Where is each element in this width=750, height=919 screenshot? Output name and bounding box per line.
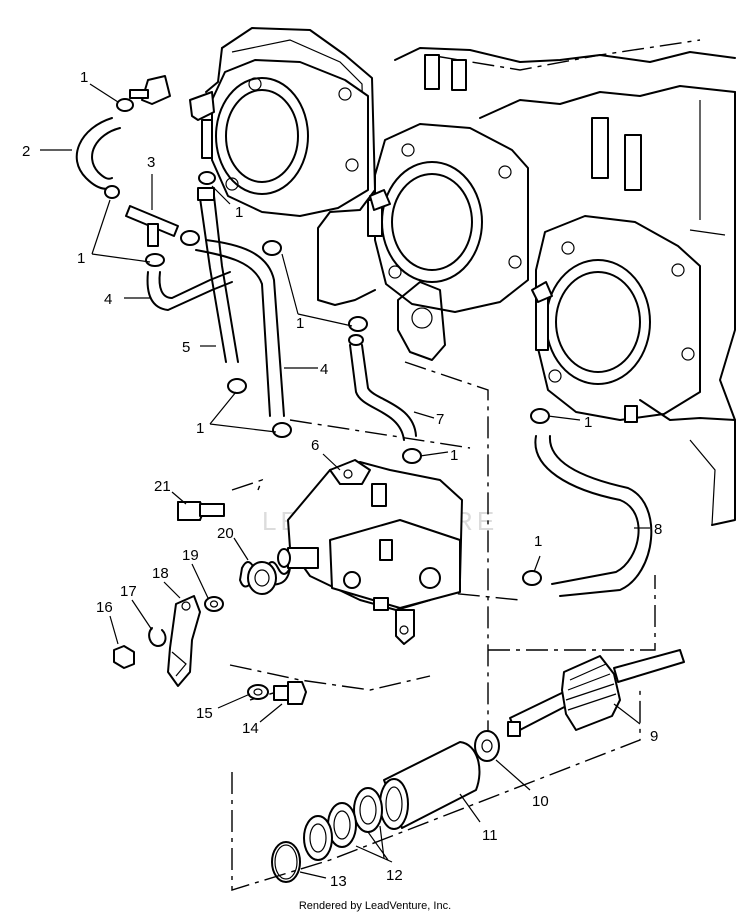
callout-7: 7 (436, 411, 444, 428)
callout-17: 17 (120, 583, 137, 600)
engine-block (205, 27, 736, 526)
callout-12: 12 (386, 867, 403, 884)
oil-pump (277, 459, 463, 645)
leader-lines (40, 83, 650, 879)
callout-21: 21 (154, 478, 171, 495)
callout-11: 11 (482, 827, 498, 844)
callout-5: 5 (182, 339, 190, 356)
callout-1: 1 (584, 414, 592, 431)
callout-9: 9 (650, 728, 658, 745)
callout-1: 1 (534, 533, 542, 550)
callout-18: 18 (152, 565, 169, 582)
callout-16: 16 (96, 599, 113, 616)
callout-1: 1 (450, 447, 458, 464)
callout-1: 1 (235, 204, 243, 221)
callouts: 1 2 3 1 1 4 1 5 4 1 7 1 6 1 21 8 20 1 19… (22, 69, 662, 890)
callout-2: 2 (22, 143, 30, 160)
callout-1: 1 (77, 250, 85, 267)
callout-4: 4 (320, 361, 328, 378)
footer-credit: Rendered by LeadVenture, Inc. (298, 900, 452, 912)
callout-4: 4 (104, 291, 112, 308)
callout-1: 1 (296, 315, 304, 332)
callout-10: 10 (532, 793, 549, 810)
fuel-hoses (75, 75, 653, 597)
callout-15: 15 (196, 705, 213, 722)
callout-19: 19 (182, 547, 199, 564)
drive-parts (271, 649, 685, 883)
callout-6: 6 (311, 437, 319, 454)
callout-20: 20 (217, 525, 234, 542)
callout-13: 13 (330, 873, 347, 890)
pump-hardware (113, 501, 307, 705)
callout-3: 3 (147, 154, 155, 171)
callout-1: 1 (80, 69, 88, 86)
callout-1: 1 (196, 420, 204, 437)
callout-8: 8 (654, 521, 662, 538)
phantom-lines (229, 361, 656, 891)
callout-14: 14 (242, 720, 259, 737)
